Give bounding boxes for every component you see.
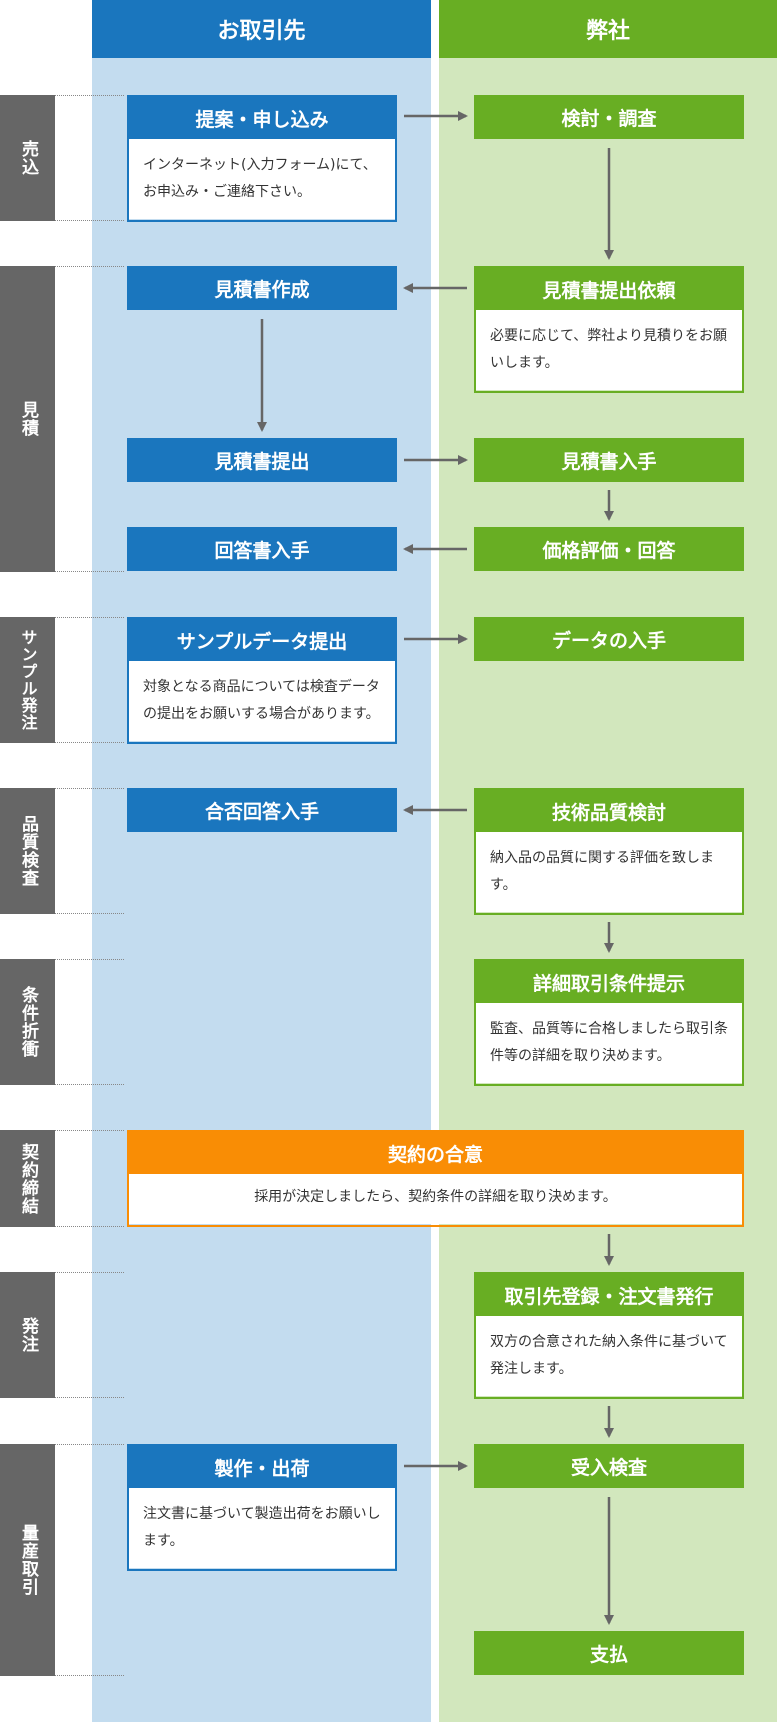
guide-line (55, 220, 124, 221)
step-kakaku-hyoka: 価格評価・回答 (474, 527, 744, 572)
guide-line (55, 742, 124, 743)
guide-line (55, 1675, 124, 1676)
step-title: 検討・調査 (474, 95, 744, 139)
phase-hinshitsu: 品質検査 (0, 788, 55, 914)
step-description: 対象となる商品については検査データの提出をお願いする場合があります。 (129, 661, 395, 741)
step-title: 取引先登録・注文書発行 (476, 1274, 742, 1316)
step-title: 価格評価・回答 (474, 527, 744, 571)
step-kento: 検討・調査 (474, 95, 744, 140)
guide-line (55, 913, 124, 914)
step-title: 見積書提出依頼 (476, 268, 742, 310)
step-mitsumori-sakusei: 見積書作成 (127, 266, 397, 311)
phase-hacchu: 発注 (0, 1272, 55, 1398)
step-title: 契約の合意 (129, 1132, 742, 1174)
step-mitsumori-nyushu: 見積書入手 (474, 438, 744, 483)
company-column-header: 弊社 (439, 0, 777, 58)
guide-line (55, 617, 124, 618)
step-shiharai: 支払 (474, 1631, 744, 1676)
guide-line (55, 1084, 124, 1085)
step-mitsumori-teishutsu: 見積書提出 (127, 438, 397, 483)
step-description: 注文書に基づいて製造出荷をお願いします。 (129, 1488, 395, 1568)
step-teian: 提案・申し込み インターネット(入力フォーム)にて、お申込み・ご連絡下さい。 (127, 95, 397, 222)
step-title: データの入手 (474, 617, 744, 661)
partner-column-header: お取引先 (92, 0, 431, 58)
phase-mitsumori: 見積 (0, 266, 55, 572)
guide-line (55, 1444, 124, 1445)
step-keiyaku-goi: 契約の合意 採用が決定しましたら、契約条件の詳細を取り決めます。 (127, 1130, 744, 1227)
step-sample-teishutsu: サンプルデータ提出 対象となる商品については検査データの提出をお願いする場合があ… (127, 617, 397, 744)
step-description: インターネット(入力フォーム)にて、お申込み・ご連絡下さい。 (129, 139, 395, 219)
step-title: サンプルデータ提出 (129, 619, 395, 661)
step-title: 提案・申し込み (129, 97, 395, 139)
step-description: 採用が決定しましたら、契約条件の詳細を取り決めます。 (129, 1174, 742, 1224)
step-description: 必要に応じて、弊社より見積りをお願いします。 (476, 310, 742, 390)
guide-line (55, 1226, 124, 1227)
guide-line (55, 95, 124, 96)
step-title: 受入検査 (474, 1444, 744, 1488)
step-title: 回答書入手 (127, 527, 397, 571)
step-title: 支払 (474, 1631, 744, 1675)
step-mitsumori-irai: 見積書提出依頼 必要に応じて、弊社より見積りをお願いします。 (474, 266, 744, 393)
step-kaito-nyushu: 回答書入手 (127, 527, 397, 572)
guide-line (55, 266, 124, 267)
step-ukeire: 受入検査 (474, 1444, 744, 1489)
step-title: 見積書入手 (474, 438, 744, 482)
phase-ryosan: 量産取引 (0, 1444, 55, 1676)
step-data-nyushu: データの入手 (474, 617, 744, 662)
step-title: 見積書作成 (127, 266, 397, 310)
step-gohi-nyushu: 合否回答入手 (127, 788, 397, 833)
phase-joken: 条件折衝 (0, 959, 55, 1085)
phase-sample: サンプル発注 (0, 617, 55, 743)
step-joken-teiji: 詳細取引条件提示 監査、品質等に合格しましたら取引条件等の詳細を取り決めます。 (474, 959, 744, 1086)
step-title: 詳細取引条件提示 (476, 961, 742, 1003)
step-title: 合否回答入手 (127, 788, 397, 832)
guide-line (55, 1130, 124, 1131)
guide-line (55, 1397, 124, 1398)
guide-line (55, 571, 124, 572)
guide-line (55, 959, 124, 960)
step-title: 製作・出荷 (129, 1446, 395, 1488)
step-gijutsu-kento: 技術品質検討 納入品の品質に関する評価を致します。 (474, 788, 744, 915)
guide-line (55, 1272, 124, 1273)
guide-line (55, 788, 124, 789)
step-description: 監査、品質等に合格しましたら取引条件等の詳細を取り決めます。 (476, 1003, 742, 1083)
step-title: 技術品質検討 (476, 790, 742, 832)
phase-uriko: 売込 (0, 95, 55, 221)
phase-keiyaku: 契約締結 (0, 1130, 55, 1227)
step-description: 双方の合意された納入条件に基づいて発注します。 (476, 1316, 742, 1396)
step-description: 納入品の品質に関する評価を致します。 (476, 832, 742, 912)
step-seisaku: 製作・出荷 注文書に基づいて製造出荷をお願いします。 (127, 1444, 397, 1571)
step-title: 見積書提出 (127, 438, 397, 482)
step-torihiki-toroku: 取引先登録・注文書発行 双方の合意された納入条件に基づいて発注します。 (474, 1272, 744, 1399)
